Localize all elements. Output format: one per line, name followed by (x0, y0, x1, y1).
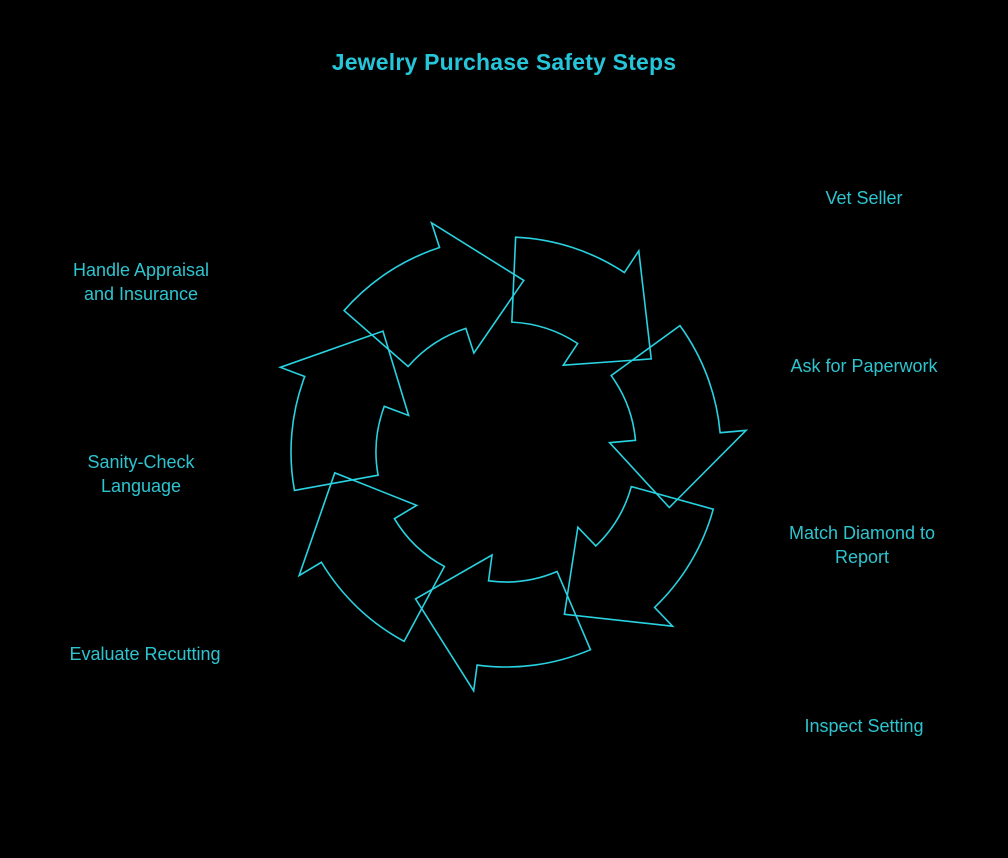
cycle-arrow-match-diamond-to-report (563, 485, 715, 628)
step-label-handle-appraisal-and-insurance: Handle Appraisal and Insurance (72, 260, 210, 304)
step-label-vet-seller: Vet Seller (825, 188, 903, 208)
cycle-arrow-handle-appraisal-and-insurance (342, 220, 525, 368)
cycle-arrow-evaluate-recutting (297, 471, 446, 643)
cycle-arrow-ask-for-paperwork (607, 324, 749, 509)
step-label-inspect-setting: Inspect Setting (804, 716, 924, 736)
step-label-sanity-check-language: Sanity-Check Language (87, 452, 195, 496)
step-label-ask-for-paperwork: Ask for Paperwork (790, 356, 938, 376)
page-title: Jewelry Purchase Safety Steps (331, 49, 677, 75)
cycle-arrow-vet-seller (510, 236, 653, 367)
step-label-evaluate-recutting: Evaluate Recutting (69, 644, 221, 664)
cycle-arrow-inspect-setting (414, 553, 592, 694)
cycle-arrow-sanity-check-language (278, 330, 410, 492)
step-label-match-diamond-to-report: Match Diamond to Report (788, 523, 936, 567)
